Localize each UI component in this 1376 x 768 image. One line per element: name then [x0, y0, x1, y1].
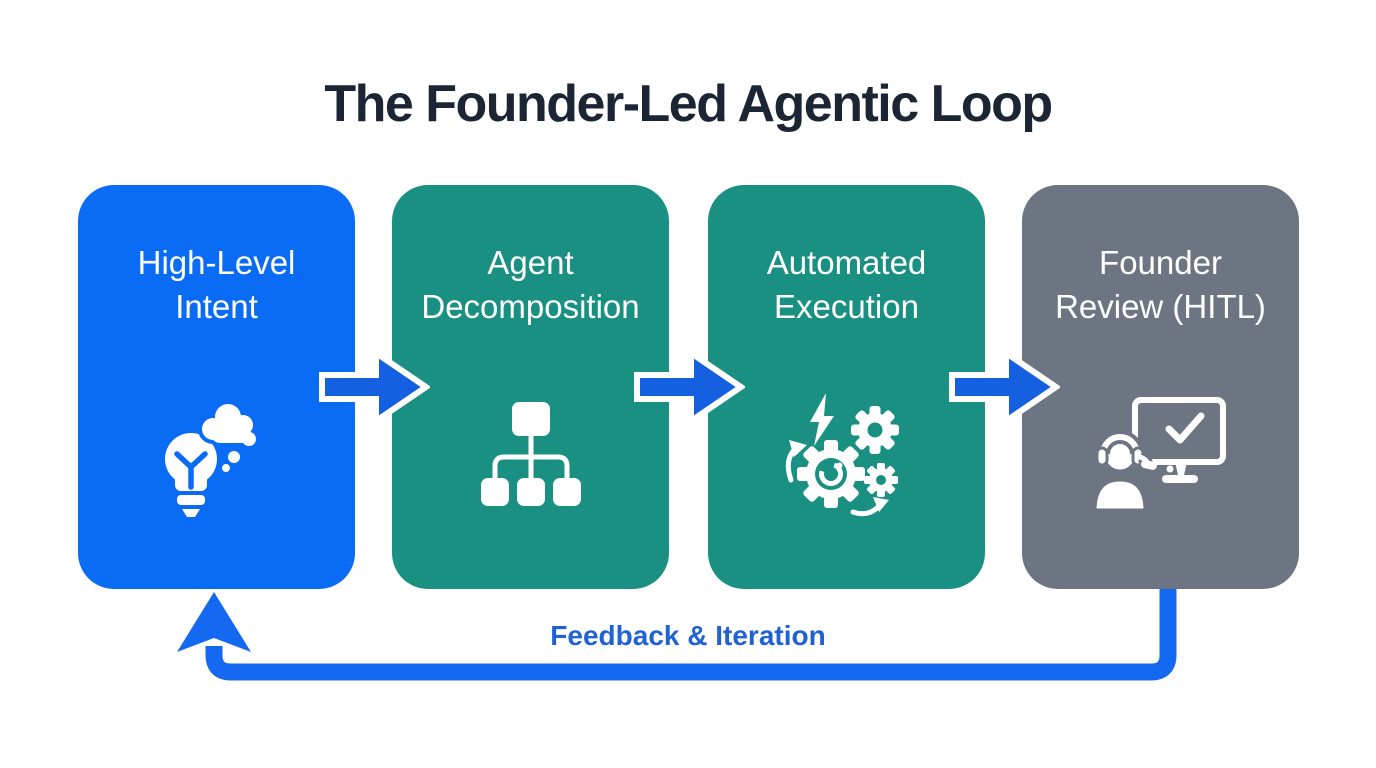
step-label: Agent Decomposition	[392, 241, 669, 329]
step-label: Automated Execution	[708, 241, 985, 329]
step-box-high-level-intent: High-Level Intent	[78, 185, 355, 589]
step-box-agent-decomposition: Agent Decomposition	[392, 185, 669, 589]
diagram-title: The Founder-Led Agentic Loop	[324, 75, 1053, 133]
feedback-label: Feedback & Iteration	[550, 620, 826, 651]
flow-arrow-icon	[949, 347, 1060, 427]
step-label-line1: High-Level	[137, 244, 296, 281]
gears-automation-icon	[785, 393, 899, 517]
step-label-line2: Decomposition	[421, 288, 640, 325]
founder-monitor-check-icon	[1091, 397, 1226, 511]
step-label-line1: Founder	[1099, 244, 1222, 281]
flow-arrow-icon	[319, 347, 430, 427]
step-label-line1: Automated	[766, 244, 927, 281]
step-label-line2: Review (HITL)	[1055, 288, 1266, 325]
step-box-automated-execution: Automated Execution	[708, 185, 985, 589]
step-label: High-Level Intent	[78, 241, 355, 329]
lightbulb-thought-cloud-icon	[165, 400, 260, 517]
step-label-line2: Intent	[175, 288, 258, 325]
flow-arrow-icon	[634, 347, 745, 427]
step-box-founder-review: Founder Review (HITL)	[1022, 185, 1299, 589]
step-label-line1: Agent	[487, 244, 574, 281]
step-label-line2: Execution	[774, 288, 919, 325]
hierarchy-tree-icon	[481, 402, 581, 506]
step-label: Founder Review (HITL)	[1022, 241, 1299, 329]
